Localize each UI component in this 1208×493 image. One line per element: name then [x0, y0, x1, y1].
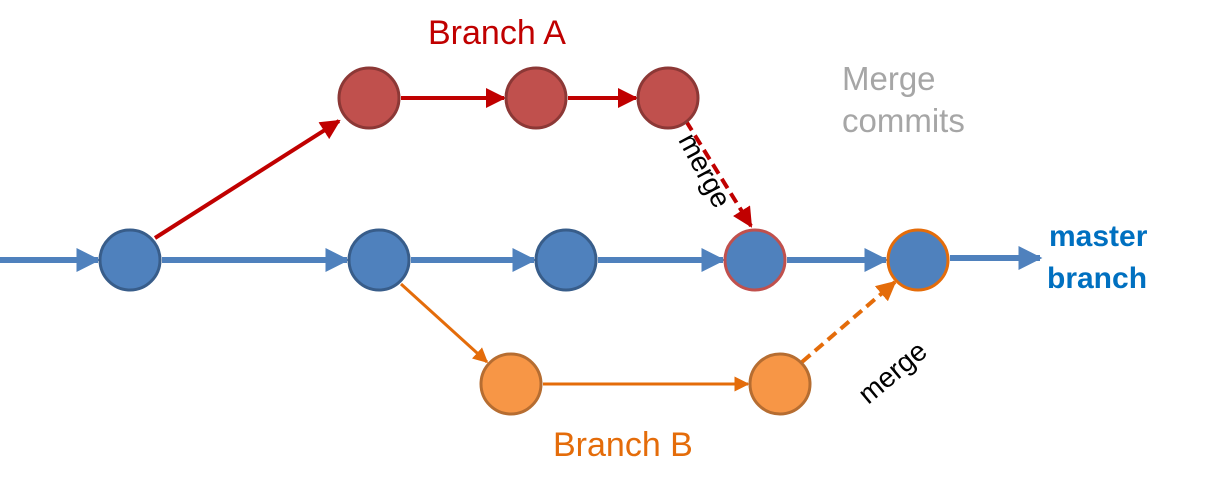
- branch-a-commit-3: [636, 66, 700, 130]
- branch-a-commits: [337, 66, 700, 130]
- master-branch-label-line2: branch: [1047, 262, 1148, 295]
- branch-b-edge-fork: [399, 282, 489, 364]
- branch-b-edges: [399, 280, 897, 392]
- branch-b-label: Branch B: [553, 426, 693, 464]
- merge-commit-a: [723, 228, 787, 292]
- branch-a-commit-1: [337, 66, 401, 130]
- master-branch-label-line1: master: [1049, 220, 1148, 253]
- master-edges: [0, 246, 1043, 272]
- branch-b-commits: [479, 352, 812, 416]
- master-commit-1: [98, 228, 162, 292]
- master-commit-3: [534, 228, 598, 292]
- branch-b-commit-2: [748, 352, 812, 416]
- branch-a-label: Branch A: [428, 14, 566, 52]
- branch-a-commit-2: [504, 66, 568, 130]
- branch-a-merge-edge: [684, 119, 753, 228]
- branch-a-edges: [153, 88, 753, 240]
- merge-commits-label-line1: Merge: [842, 60, 936, 97]
- master-commit-2: [347, 228, 411, 292]
- merge-commit-b: [886, 228, 950, 292]
- branch-b-merge-edge: [800, 280, 897, 364]
- branch-b-commit-1: [479, 352, 543, 416]
- branch-a-edge-fork: [153, 119, 341, 240]
- merge-commits-label-line2: commits: [842, 102, 965, 139]
- master-commits: [98, 228, 950, 292]
